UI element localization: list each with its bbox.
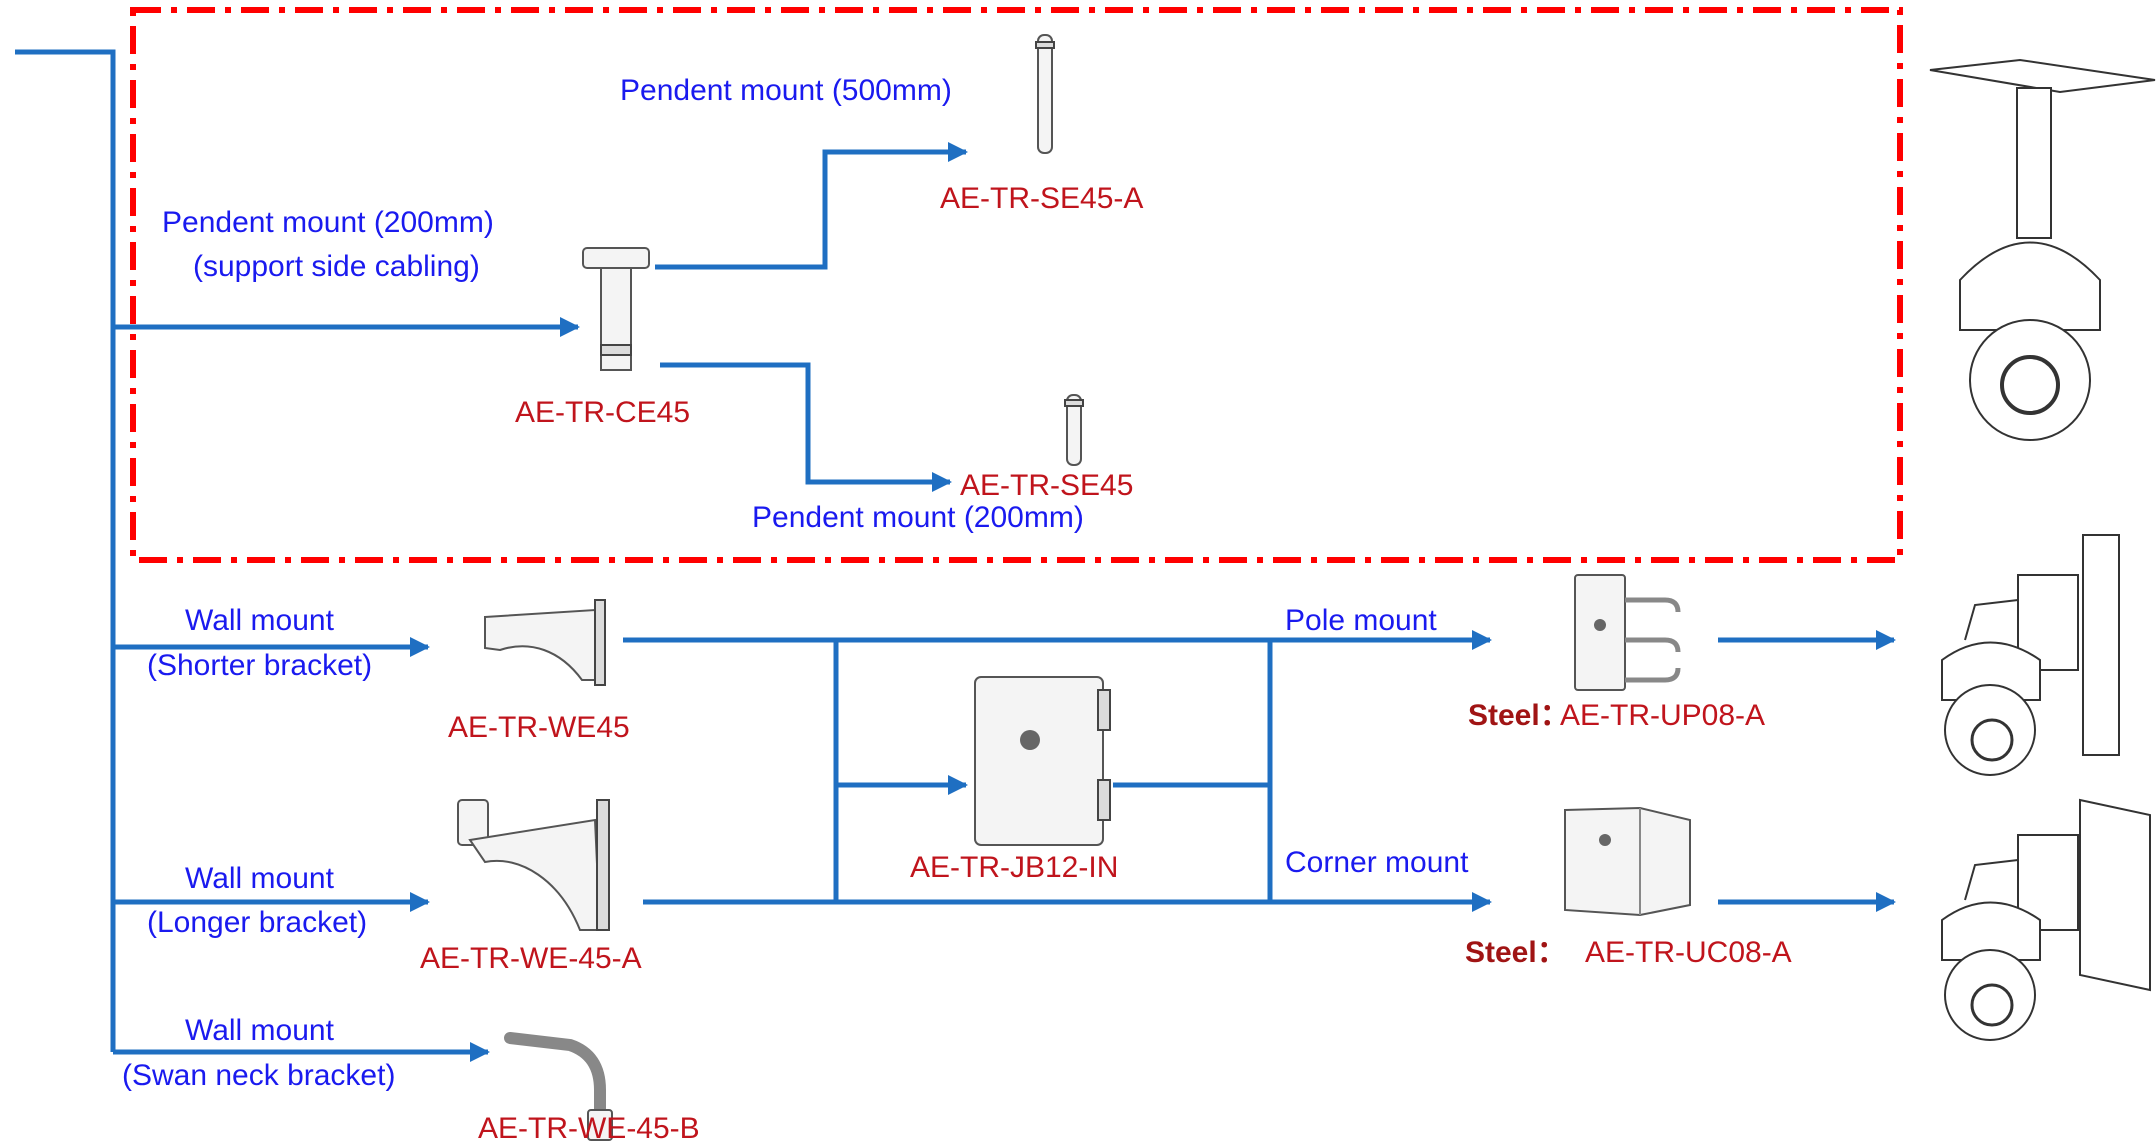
corner-ptz-camera-icon bbox=[1941, 798, 2151, 1041]
long-pendent-pole-icon bbox=[1035, 34, 1055, 154]
model-se45-label: AE-TR-SE45 bbox=[960, 469, 1133, 502]
short-wall-bracket-icon bbox=[484, 599, 606, 686]
model-ce45-label: AE-TR-CE45 bbox=[515, 396, 690, 429]
model-se45a-label: AE-TR-SE45-A bbox=[940, 182, 1143, 215]
pendent-200-b-label: Pendent mount (200mm) bbox=[752, 501, 1084, 534]
wall-short-sub-label: (Shorter bracket) bbox=[147, 649, 372, 682]
junction-box-icon bbox=[974, 676, 1111, 846]
pole-mount-label: Pole mount bbox=[1285, 604, 1437, 637]
steel-prefix-2: Steel： bbox=[1465, 936, 1567, 969]
pendent-200-label: Pendent mount (200mm) bbox=[162, 206, 494, 239]
model-jb12-label: AE-TR-JB12-IN bbox=[910, 851, 1118, 884]
pole-ptz-camera-icon bbox=[1941, 534, 2120, 776]
corner-mount-adapter-icon bbox=[1564, 806, 1691, 917]
ceiling-ptz-camera-icon bbox=[1929, 58, 2156, 441]
connector-lines bbox=[15, 49, 1896, 1062]
wall-long-label: Wall mount bbox=[185, 862, 335, 895]
model-uc08a-label: AE-TR-UC08-A bbox=[1585, 936, 1792, 969]
pendent-group-box bbox=[130, 7, 1903, 563]
model-we45a-label: AE-TR-WE-45-A bbox=[420, 942, 642, 975]
wall-short-label: Wall mount bbox=[185, 604, 335, 637]
pole-mount-adapter-icon bbox=[1574, 574, 1681, 691]
model-we45b-label: AE-TR-WE-45-B bbox=[478, 1112, 700, 1144]
steel-prefix-1: Steel： bbox=[1468, 699, 1570, 732]
model-up08a-label: AE-TR-UP08-A bbox=[1560, 699, 1765, 732]
pendent-500-label: Pendent mount (500mm) bbox=[620, 74, 952, 107]
wall-swan-sub-label: (Swan neck bracket) bbox=[122, 1059, 395, 1092]
short-pendent-pole-icon bbox=[1064, 394, 1084, 466]
long-wall-bracket-icon bbox=[457, 799, 610, 931]
pendent-200-sub-label: (support side cabling) bbox=[193, 250, 480, 283]
model-we45-label: AE-TR-WE45 bbox=[448, 711, 630, 744]
pendent-mount-icon bbox=[582, 247, 650, 371]
corner-mount-label: Corner mount bbox=[1285, 846, 1469, 879]
wall-swan-label: Wall mount bbox=[185, 1014, 335, 1047]
wall-long-sub-label: (Longer bracket) bbox=[147, 906, 367, 939]
swan-neck-bracket-icon bbox=[504, 1032, 613, 1141]
